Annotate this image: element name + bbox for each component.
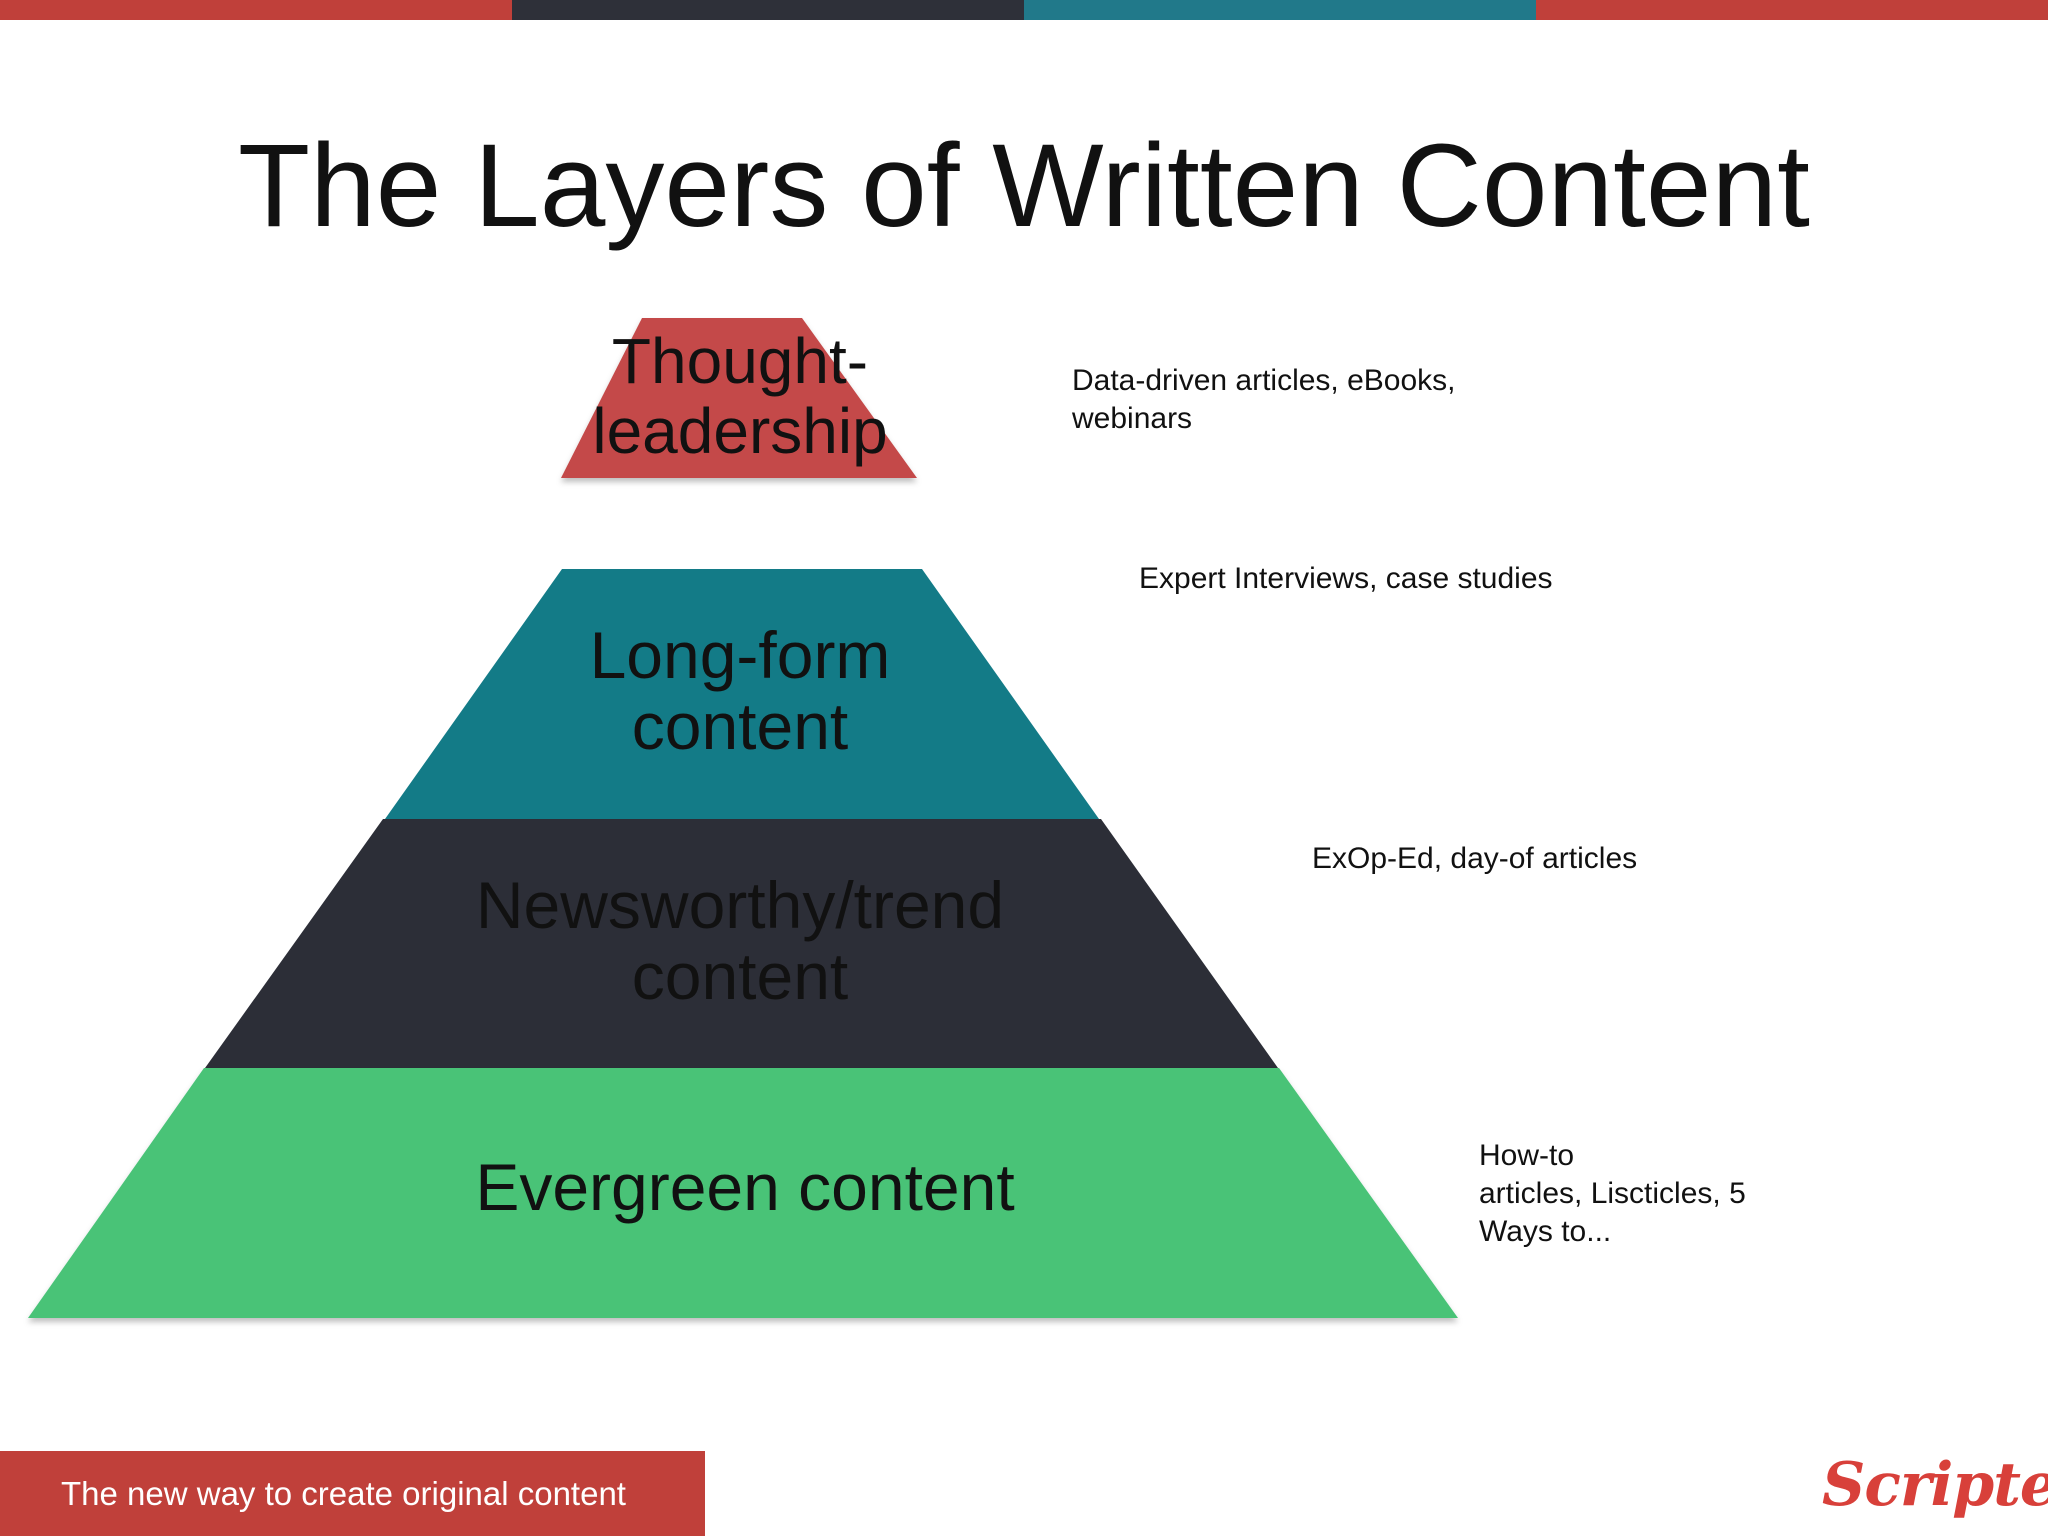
pyramid-layer-evergreen: [28, 1068, 1458, 1318]
description-line: articles, Liscticles, 5: [1479, 1177, 1746, 1210]
footer-tagline: The new way to create original content: [61, 1475, 626, 1512]
layer-description-long-form: Expert Interviews, case studies: [1139, 560, 1739, 598]
layer-label-thought-leadership: Thought- leadership: [480, 326, 1000, 466]
layer-label-line: Thought-: [611, 325, 869, 397]
layer-description-newsworthy: ExOp-Ed, day-of articles: [1312, 840, 1812, 878]
footer-banner: The new way to create original content: [0, 1451, 705, 1536]
layer-description-thought-leadership: Data-driven articles, eBooks, webinars: [1072, 362, 1532, 438]
pyramid-layer-newsworthy: [205, 819, 1278, 1068]
top-bar-segment-2: [512, 0, 1024, 20]
description-line: webinars: [1072, 402, 1193, 435]
layer-description-evergreen: How-to articles, Liscticles, 5 Ways to..…: [1479, 1137, 1839, 1251]
layer-label-line: Evergreen content: [475, 1150, 1015, 1224]
pyramid-layer-long-form: [385, 569, 1099, 819]
top-bar-segment-1: [0, 0, 512, 20]
description-line: Ways to...: [1479, 1215, 1612, 1248]
slide-title: The Layers of Written Content: [238, 120, 1810, 252]
layer-label-evergreen: Evergreen content: [340, 1152, 1150, 1223]
layer-label-line: leadership: [592, 395, 888, 467]
layer-label-line: content: [631, 939, 849, 1013]
top-bar-segment-3: [1024, 0, 1536, 20]
layer-label-long-form: Long-form content: [440, 620, 1040, 762]
top-bar-segment-4: [1536, 0, 2048, 20]
description-line: Data-driven articles, eBooks,: [1072, 364, 1456, 397]
pyramid-layer-thought-leadership: [561, 318, 917, 478]
top-color-bar: [0, 0, 2048, 20]
layer-label-newsworthy: Newsworthy/trend content: [400, 870, 1080, 1012]
layer-label-line: Long-form: [589, 618, 891, 692]
layer-label-line: content: [631, 689, 849, 763]
scripted-logo: Scripted: [1822, 1450, 2048, 1520]
layer-label-line: Newsworthy/trend: [475, 868, 1005, 942]
description-line: Expert Interviews, case studies: [1139, 562, 1553, 595]
description-line: ExOp-Ed, day-of articles: [1312, 842, 1638, 875]
description-line: How-to: [1479, 1139, 1575, 1172]
